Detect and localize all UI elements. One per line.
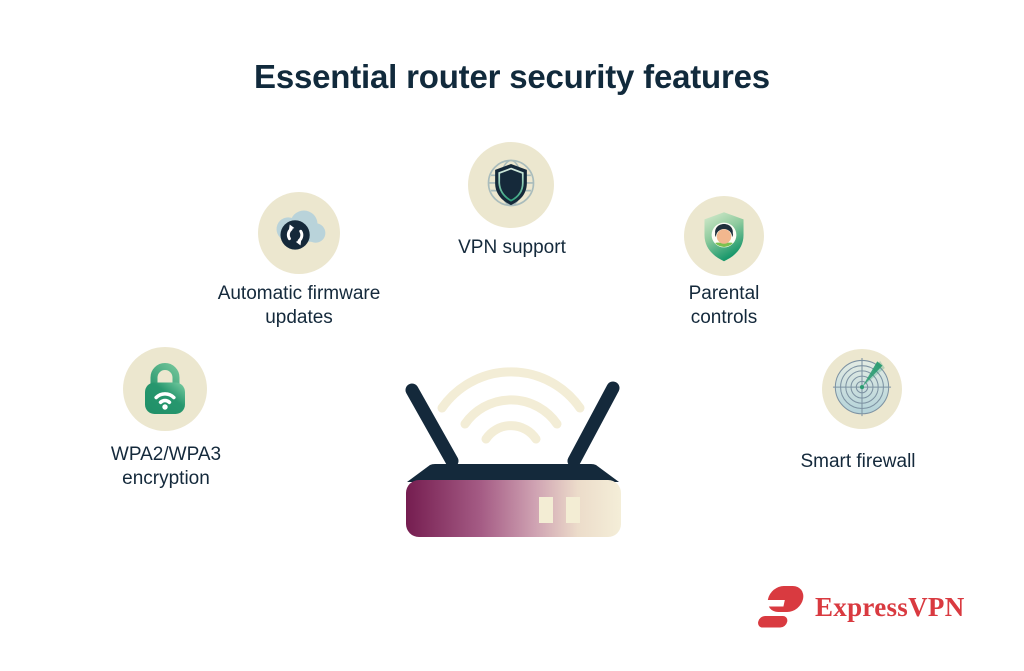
feature-label: Automatic firmware updates	[217, 283, 381, 328]
brand-wordmark: ExpressVPN	[815, 591, 965, 622]
radar-icon	[822, 349, 902, 429]
page-title: Essential router security features	[254, 58, 770, 95]
feature-label: Parental controls	[688, 283, 760, 328]
wifi-lock-icon	[123, 347, 207, 431]
globe-shield-icon	[468, 142, 554, 228]
feature-label: Smart firewall	[800, 451, 916, 472]
expressvpn-logo: ExpressVPN	[756, 584, 965, 630]
cloud-refresh-icon	[258, 192, 340, 274]
expressvpn-logomark-icon	[756, 585, 804, 627]
feature-label: WPA2/WPA3 encryption	[110, 444, 222, 489]
shield-child-icon	[684, 196, 764, 276]
wifi-signal-icon	[437, 367, 585, 444]
router-illustration	[394, 358, 632, 549]
feature-label: VPN support	[458, 237, 566, 258]
